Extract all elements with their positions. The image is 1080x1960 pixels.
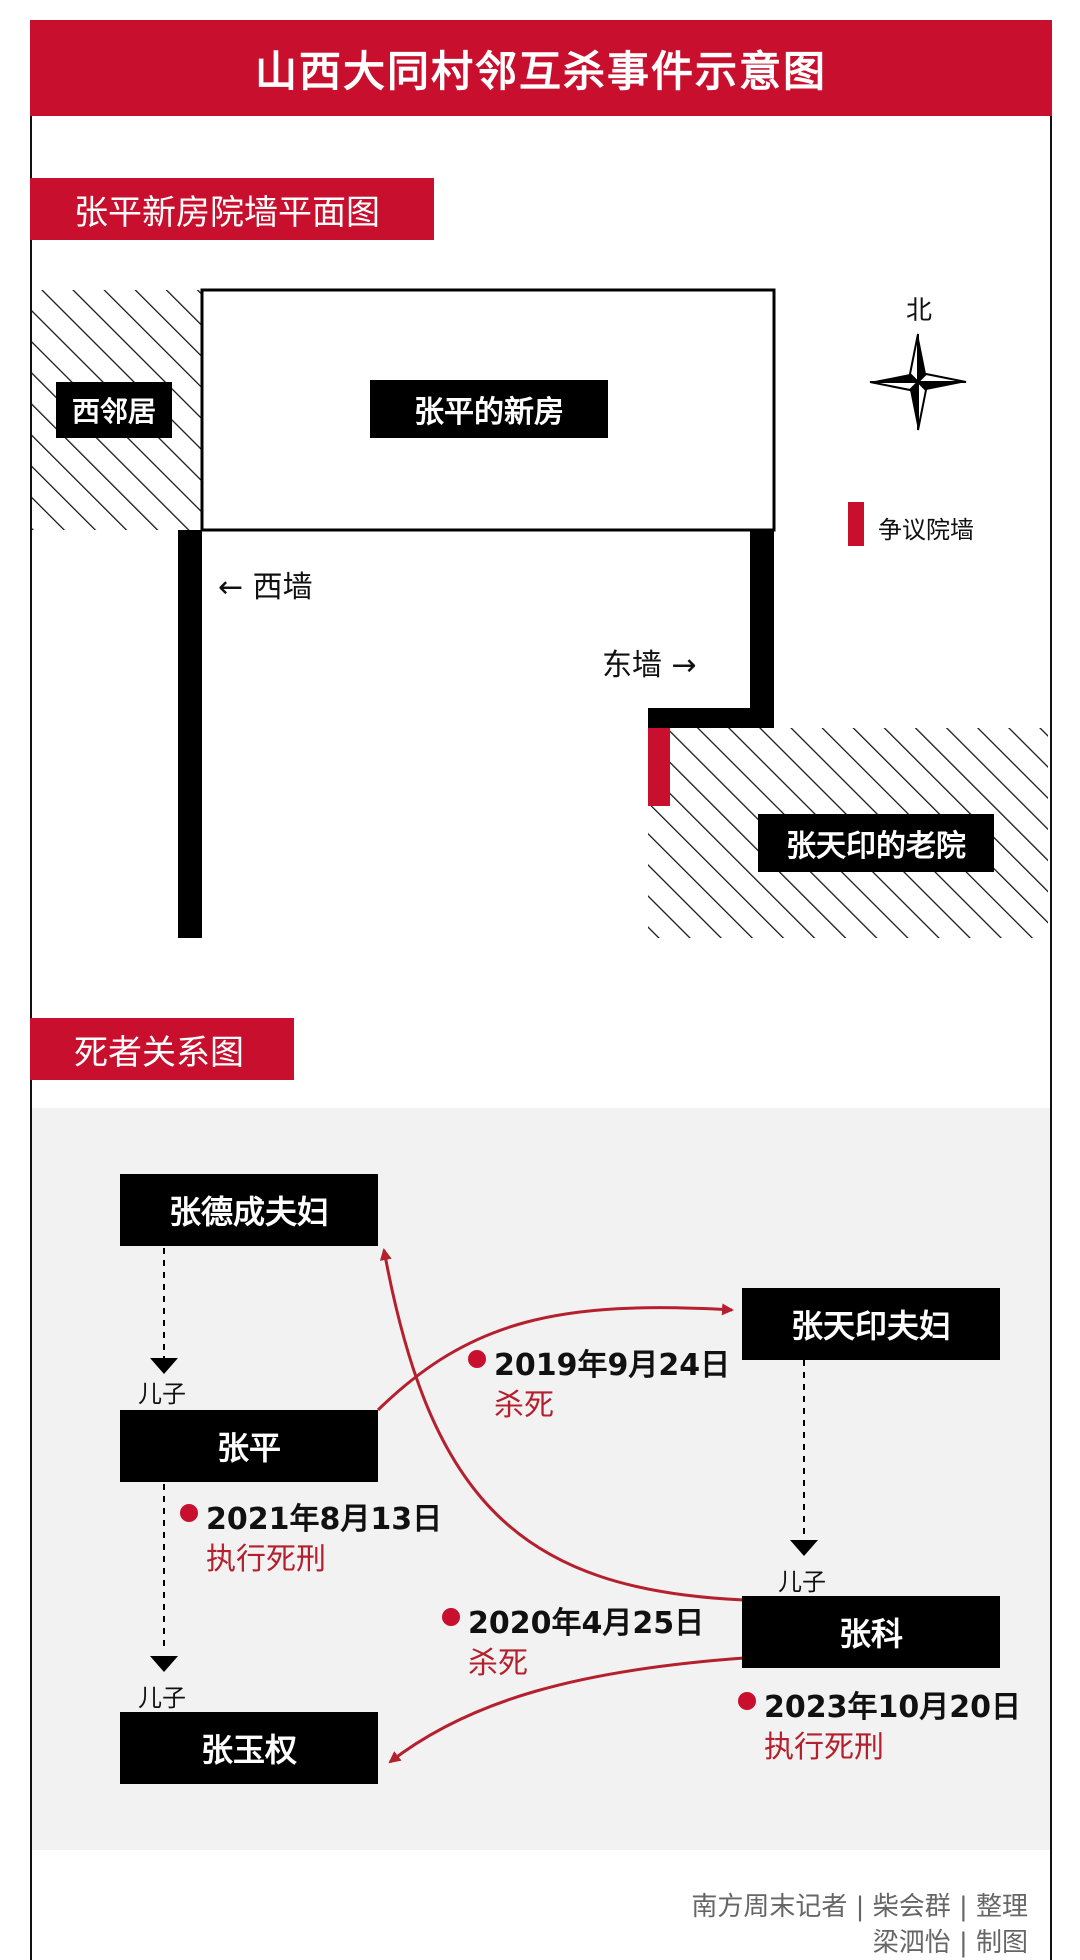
event-dot-2 xyxy=(180,1504,198,1522)
north-label: 北 xyxy=(906,296,933,326)
disputed-wall xyxy=(648,728,670,806)
new-house-label: 张平的新房 xyxy=(370,380,608,438)
section-heading-relations: 死者关系图 xyxy=(30,1018,294,1080)
son-arrowhead-decheng-ping xyxy=(150,1358,178,1374)
east-wall xyxy=(750,530,774,728)
page-title: 山西大同村邻互杀事件示意图 xyxy=(30,20,1052,116)
event-action-2: 执行死刑 xyxy=(206,1542,326,1577)
legend-label: 争议院墙 xyxy=(878,516,974,544)
event-action-1: 杀死 xyxy=(494,1388,554,1423)
old-yard-label: 张天印的老院 xyxy=(758,814,994,872)
section-heading-floorplan: 张平新房院墙平面图 xyxy=(30,178,434,240)
kill-arrow-ke-yuquan xyxy=(388,1656,745,1764)
compass-icon xyxy=(869,333,967,431)
credit-reporter: 南方周末记者 | 柴会群 | 整理 xyxy=(691,1892,1028,1922)
event-date-2: 2021年8月13日 xyxy=(206,1502,443,1537)
east-wall-label: 东墙 → xyxy=(602,648,697,683)
event-date-3: 2020年4月25日 xyxy=(468,1606,705,1641)
west-wall xyxy=(178,530,202,938)
event-date-4: 2023年10月20日 xyxy=(764,1690,1021,1725)
credit-designer: 梁泗怡 | 制图 xyxy=(872,1928,1028,1958)
event-date-1: 2019年9月24日 xyxy=(494,1348,731,1383)
event-dot-4 xyxy=(738,1692,756,1710)
son-label-ke: 儿子 xyxy=(778,1568,826,1596)
node-zhang-yuquan: 张玉权 xyxy=(120,1712,378,1784)
kill-arrow-ke-decheng xyxy=(379,1248,745,1602)
event-dot-3 xyxy=(442,1608,460,1626)
node-zhang-decheng: 张德成夫妇 xyxy=(120,1174,378,1246)
page-frame xyxy=(30,20,1052,1960)
node-zhang-ke: 张科 xyxy=(742,1596,1000,1668)
west-neighbor-label: 西邻居 xyxy=(56,382,172,438)
legend-swatch xyxy=(848,502,864,546)
son-arrowhead-tianyin-ke xyxy=(790,1540,818,1556)
son-label-yuquan: 儿子 xyxy=(138,1684,186,1712)
west-wall-label: ← 西墙 xyxy=(218,570,313,605)
node-zhang-ping: 张平 xyxy=(120,1410,378,1482)
east-wall-bend xyxy=(648,708,774,728)
son-arrowhead-ping-yuquan xyxy=(150,1656,178,1672)
event-action-4: 执行死刑 xyxy=(764,1730,884,1765)
node-zhang-tianyin: 张天印夫妇 xyxy=(742,1288,1000,1360)
event-action-3: 杀死 xyxy=(468,1646,528,1681)
event-dot-1 xyxy=(468,1350,486,1368)
son-label-ping: 儿子 xyxy=(138,1380,186,1408)
